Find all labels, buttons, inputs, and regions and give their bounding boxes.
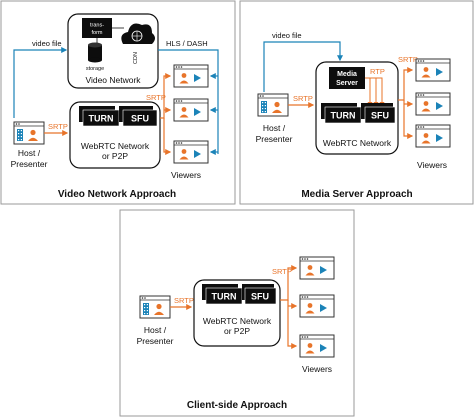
srtp-label-right: SRTP — [398, 55, 418, 64]
host-label-2: Presenter — [256, 134, 293, 144]
rtp-line — [365, 77, 385, 107]
storage-label: storage — [86, 66, 104, 72]
viewer-icon — [299, 334, 335, 358]
turn-label: TURN — [212, 292, 237, 302]
sfu-label: SFU — [371, 111, 389, 121]
viewer-icon — [415, 92, 451, 116]
rtp-label: RTP — [370, 67, 385, 76]
sfu-label: SFU — [131, 114, 149, 124]
transform-label-2: form — [92, 30, 103, 36]
viewer-icon — [299, 294, 335, 318]
sfu-label: SFU — [251, 292, 269, 302]
panel-title: Client-side Approach — [187, 400, 287, 411]
host-icon — [257, 93, 289, 117]
panel-title: Media Server Approach — [301, 189, 412, 200]
srtp-label-left: SRTP — [293, 94, 313, 103]
srtp-arrow-1 — [398, 67, 414, 101]
srtp-arrow-1 — [160, 73, 172, 119]
webrtc-label-1: WebRTC Network — [203, 316, 272, 326]
webrtc-label: WebRTC Network — [323, 138, 392, 148]
host-label-1: Host / — [18, 148, 41, 158]
cdn-label: CDN — [133, 52, 139, 64]
webrtc-label-1: WebRTC Network — [81, 141, 150, 151]
srtp-arrow-3 — [403, 100, 414, 139]
video-file-label: video file — [32, 39, 62, 48]
webrtc-label-2: or P2P — [102, 151, 128, 161]
sfu-block — [364, 106, 396, 124]
srtp-label-left: SRTP — [48, 122, 68, 131]
host-label-1: Host / — [263, 123, 286, 133]
hls-dash-trunk — [158, 49, 219, 154]
video-file-arrow — [13, 47, 68, 118]
viewer-icon — [415, 124, 451, 148]
sfu-block — [244, 287, 277, 305]
host-label-2: Presenter — [11, 159, 48, 169]
video-file-label: video file — [272, 31, 302, 40]
host-icon — [139, 295, 171, 319]
viewer-icon — [173, 98, 209, 122]
video-network-label: Video Network — [85, 75, 141, 85]
srtp-arrow-1 — [280, 265, 298, 301]
hls-dash-label: HLS / DASH — [166, 39, 208, 48]
viewers-label: Viewers — [302, 364, 332, 374]
srtp-label-right: SRTP — [272, 267, 292, 276]
media-server-block — [329, 67, 365, 89]
host-icon — [13, 121, 45, 145]
srtp-arrow-3 — [163, 118, 172, 155]
transform-block — [82, 18, 112, 38]
viewer-icon — [299, 256, 335, 280]
host-label-2: Presenter — [137, 336, 174, 346]
viewers-label: Viewers — [417, 160, 447, 170]
media-server-label-1: Media — [337, 71, 357, 78]
transform-label-1: trans- — [90, 23, 104, 29]
viewer-icon — [173, 64, 209, 88]
sfu-block — [122, 109, 158, 127]
cdn-cloud-icon — [121, 23, 155, 44]
panel-client-side: TURN SFU WebRTC Network or P2P SRTP View… — [119, 209, 355, 417]
panel-media-server: video file Media Server RTP TURN SFU Web… — [239, 0, 474, 205]
video-file-arrow — [263, 41, 343, 92]
turn-label: TURN — [331, 111, 356, 121]
webrtc-label-2: or P2P — [224, 326, 250, 336]
viewer-icon — [173, 140, 209, 164]
viewer-icon — [415, 58, 451, 82]
viewers-label: Viewers — [171, 170, 201, 180]
panel-video-network: trans- form storage CDN Video Network vi… — [0, 0, 236, 205]
srtp-label-left: SRTP — [174, 296, 194, 305]
srtp-arrow-3 — [287, 300, 298, 349]
storage-icon — [88, 42, 102, 63]
srtp-label-top: SRTP — [146, 93, 166, 102]
panel-title: Video Network Approach — [58, 189, 176, 200]
turn-label: TURN — [89, 114, 114, 124]
host-label-1: Host / — [144, 325, 167, 335]
media-server-label-2: Server — [336, 80, 358, 87]
